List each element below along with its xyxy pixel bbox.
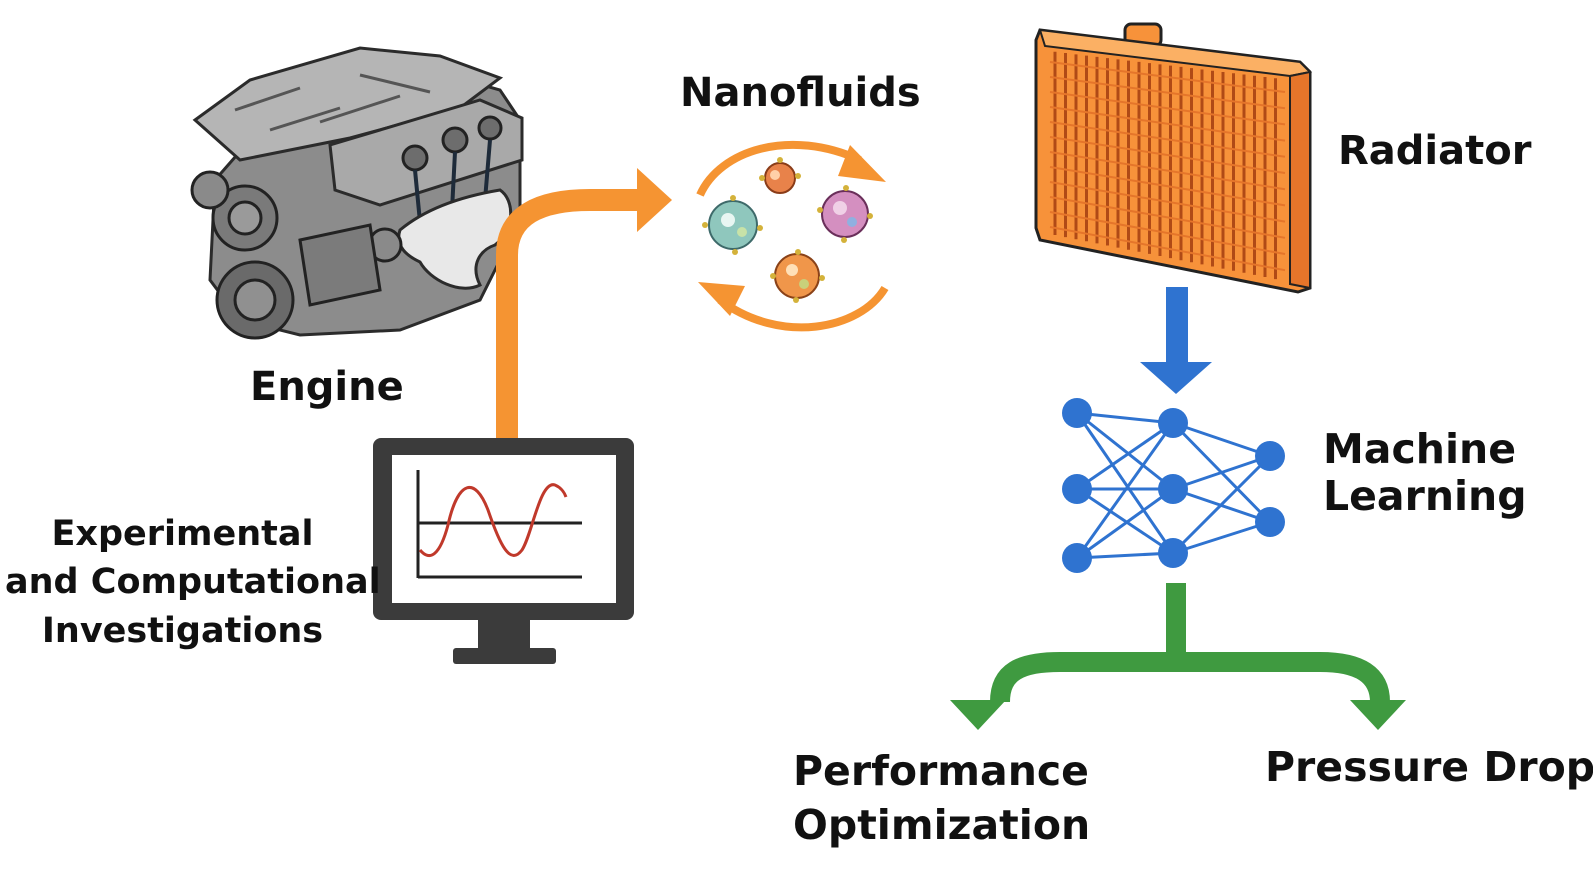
engine-icon (190, 46, 524, 340)
radiator-tube (1049, 106, 1286, 142)
radiator-tube (1049, 166, 1286, 207)
ml-arrow (1140, 287, 1212, 394)
experimental-line-1: Experimental (51, 514, 314, 554)
flow-arrow-head (637, 168, 672, 232)
radiator-tube (1049, 226, 1286, 272)
output-arrow (950, 583, 1406, 730)
radiator-tube (1049, 136, 1286, 174)
performance-line-1: Performance (793, 747, 1089, 795)
machine-learning-line-1: Machine (1323, 425, 1517, 473)
radiator-tube (1049, 91, 1286, 126)
radiator-tube (1049, 151, 1286, 191)
performance-optimization-label: Performance Optimization (793, 744, 1090, 852)
machine-learning-line-2: Learning (1323, 472, 1527, 521)
radiator-label: Radiator (1338, 128, 1532, 174)
nanofluid-cycle (696, 140, 889, 332)
pressure-drop-label: Pressure Drop (1265, 743, 1593, 791)
radiator-tube (1049, 211, 1286, 255)
radiator-tube (1049, 76, 1286, 110)
nanofluids-label: Nanofluids (680, 70, 921, 116)
monitor-icon (373, 438, 634, 664)
radiator-tube (1049, 181, 1286, 223)
radiator-tube (1049, 196, 1286, 239)
neural-network-icon (1062, 398, 1285, 573)
radiator-icon (1034, 22, 1313, 294)
experimental-line-3: Investigations (41, 610, 324, 651)
radiator-tube (1049, 121, 1286, 158)
engine-label: Engine (250, 364, 404, 410)
experimental-label: Experimental and Computational Investiga… (5, 510, 381, 655)
flow-arrow (496, 189, 640, 440)
performance-line-2: Optimization (793, 801, 1091, 850)
experimental-line-2: and Computational (5, 562, 381, 603)
radiator-tube (1049, 61, 1286, 93)
nanoparticle-icon (702, 157, 873, 303)
machine-learning-label: Machine Learning (1323, 425, 1527, 521)
